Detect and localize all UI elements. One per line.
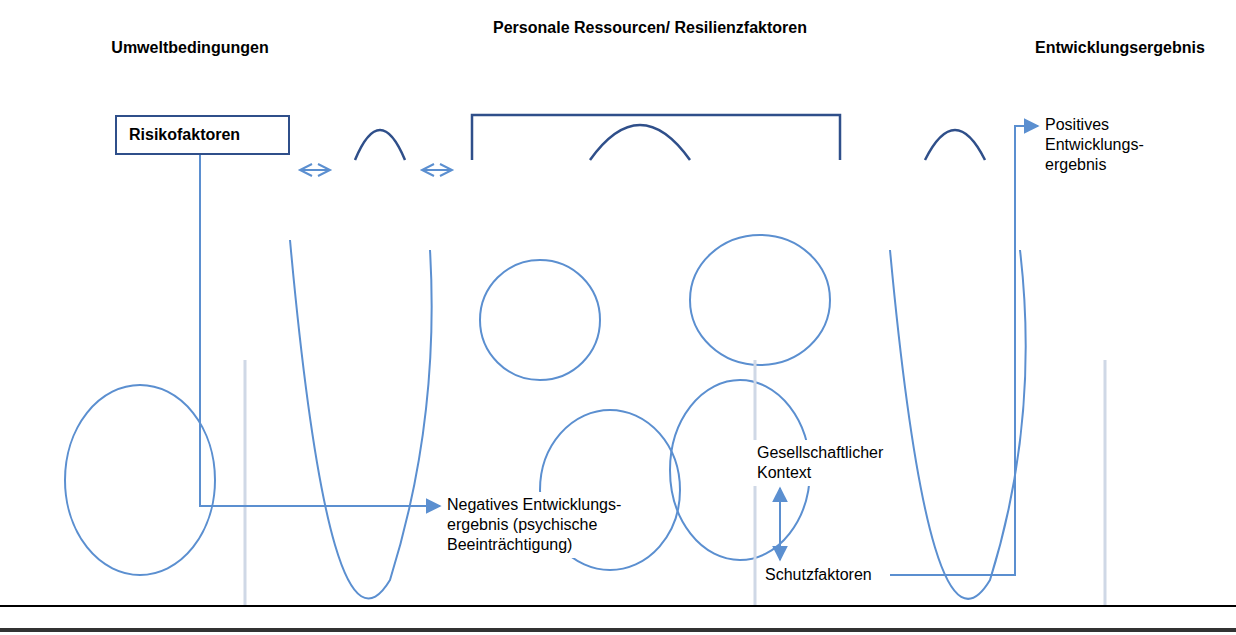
context-text: Gesellschaftlicher Kontext: [752, 440, 902, 486]
node-text: Schutzfaktoren: [765, 565, 885, 585]
curve: [890, 250, 1026, 599]
node-text: Risikofaktoren: [129, 125, 276, 145]
risk-box: Risikofaktoren: [115, 115, 290, 155]
baseline: [0, 605, 1236, 607]
column-heading: Personale Ressourcen/ Resilienzfaktoren: [470, 18, 830, 38]
baseline: [0, 628, 1236, 632]
column-heading: Umweltbedingungen: [90, 38, 290, 58]
column-heading: Entwicklungsergebnis: [1010, 38, 1230, 58]
connector-arrow: [890, 126, 1038, 575]
resource-bracket: [472, 115, 840, 160]
arc: [355, 130, 405, 160]
connector-arrow: [779, 488, 781, 560]
circle: [480, 260, 600, 380]
circle: [690, 235, 830, 365]
protective-text: Schutzfaktoren: [760, 562, 890, 588]
double-arrow: [422, 164, 452, 176]
bar: [245, 360, 1105, 605]
double-arrow: [300, 164, 330, 176]
outcome-text: Positives Entwicklungs- ergebnis: [1040, 112, 1190, 178]
circle: [65, 385, 215, 575]
node-text: Positives Entwicklungs- ergebnis: [1045, 115, 1185, 175]
node-text: Negatives Entwicklungs- ergebnis (psychi…: [447, 495, 627, 555]
curve: [290, 240, 432, 599]
arc: [590, 125, 690, 160]
arc: [925, 130, 985, 160]
node-text: Gesellschaftlicher Kontext: [757, 443, 897, 483]
outcome-text: Negatives Entwicklungs- ergebnis (psychi…: [442, 492, 632, 558]
connector-arrow: [200, 155, 440, 506]
